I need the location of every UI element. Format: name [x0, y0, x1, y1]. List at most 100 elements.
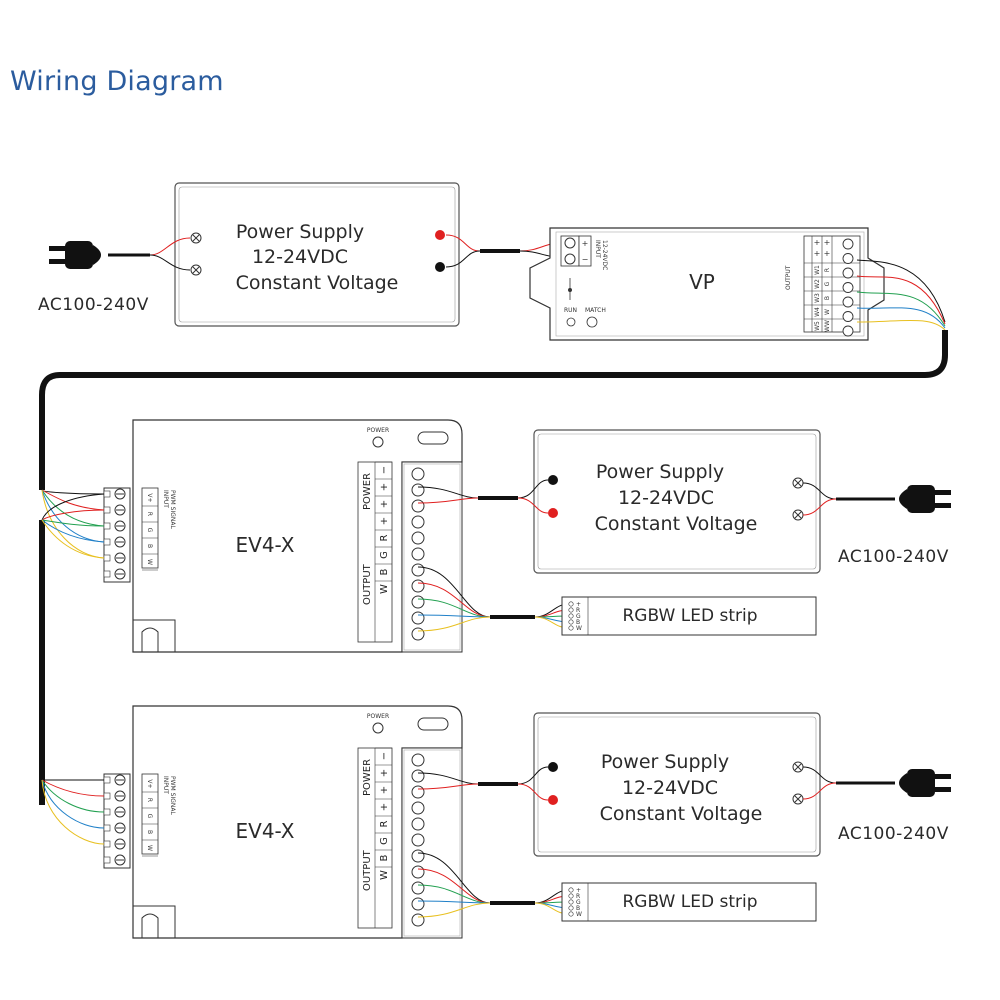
input-terminal-label: G	[146, 528, 153, 533]
ev4x-controller-1: POWER EV4-X V+RGBW INPUT PWM SIGNAL POWE…	[103, 419, 463, 653]
output-screw	[411, 849, 425, 863]
ac-plug-bottom	[899, 769, 951, 797]
vp-name: VP	[689, 270, 715, 294]
vp-run-label: RUN	[564, 307, 577, 314]
output-screw	[411, 865, 425, 879]
svg-text:Power Supply: Power Supply	[596, 461, 724, 483]
ac-label-bottom: AC100-240V	[838, 824, 949, 844]
power-supply-bottom: Power Supply 12-24VDC Constant Voltage	[533, 712, 821, 857]
vp-plus-mark: +	[814, 238, 821, 247]
svg-text:12-24VDC: 12-24VDC	[622, 777, 718, 799]
output-screw	[411, 531, 425, 545]
vp-channel-alt: G	[824, 281, 831, 286]
vp-channel-alt: R	[824, 268, 831, 272]
input-terminal-label: W	[146, 845, 153, 851]
output-screw	[411, 547, 425, 561]
psu-line2: 12-24VDC	[252, 246, 348, 268]
input-terminal-label: V+	[146, 779, 153, 788]
led-strip-1: +RGBW RGBW LED strip	[561, 596, 817, 636]
strip-pin-label: +	[576, 887, 581, 894]
psu-line1: Power Supply	[236, 221, 364, 243]
output-screw	[411, 483, 425, 497]
vp-output-screw	[842, 325, 854, 337]
vp-output-screw	[842, 282, 854, 293]
svg-text:POWER: POWER	[362, 473, 373, 510]
output-terminal-label: B	[379, 854, 390, 861]
svg-text:Power Supply: Power Supply	[601, 751, 729, 773]
svg-text:INPUT: INPUT	[162, 776, 169, 794]
output-terminal-label: +	[379, 483, 390, 491]
output-terminal-label: −	[379, 752, 390, 760]
output-screw	[411, 817, 425, 831]
ev4x-controller-2: POWER EV4-X V+RGBW INPUT PWM SIGNAL POWE…	[103, 705, 463, 939]
output-terminal-label: B	[379, 568, 390, 575]
output-terminal-label: +	[379, 803, 390, 811]
output-screw	[411, 627, 425, 641]
output-screw	[411, 753, 425, 767]
strip2-label: RGBW LED strip	[623, 892, 758, 912]
power-supply-mid: Power Supply 12-24VDC Constant Voltage	[533, 429, 821, 574]
output-screw	[411, 515, 425, 529]
output-terminal-label: R	[379, 820, 390, 827]
svg-text:POWER: POWER	[362, 759, 373, 796]
power-supply-top: Power Supply 12-24VDC Constant Voltage	[174, 182, 460, 327]
led-strip-2: +RGBW RGBW LED strip	[561, 882, 817, 922]
ac-label-mid: AC100-240V	[838, 547, 949, 567]
svg-text:−: −	[582, 255, 589, 264]
output-screw	[411, 881, 425, 895]
strip-pin	[568, 607, 574, 613]
ev4x1-name: EV4-X	[236, 533, 295, 557]
vp-output-screw	[842, 296, 854, 308]
svg-text:PWM SIGNAL: PWM SIGNAL	[169, 490, 176, 529]
vp-channel-alt: WW	[824, 320, 831, 332]
strip-pin	[568, 893, 574, 899]
input-terminal-label: V+	[146, 493, 153, 502]
vp-output-screw	[842, 267, 854, 279]
vp-channel-label: W4	[814, 307, 821, 317]
strip-pin-label: G	[576, 613, 581, 620]
output-screw	[411, 833, 425, 847]
strip-pin	[568, 601, 574, 607]
ev4x1-power-label: POWER	[367, 427, 389, 434]
output-terminal-label: W	[379, 584, 390, 594]
output-terminal-label: +	[379, 500, 390, 508]
strip-pin-label: B	[576, 905, 580, 912]
vp-match-label: MATCH	[585, 307, 606, 314]
svg-text:Constant Voltage: Constant Voltage	[600, 803, 763, 825]
input-terminal-label: R	[146, 798, 153, 802]
strip-pin	[568, 887, 574, 893]
strip-pin	[568, 899, 574, 905]
input-terminal-label: B	[146, 830, 153, 834]
strip-pin-label: W	[576, 911, 582, 918]
vp-channel-label: W5	[814, 321, 821, 331]
strip-pin	[568, 613, 574, 619]
svg-text:OUTPUT: OUTPUT	[362, 563, 373, 605]
strip-pin-label: B	[576, 619, 580, 626]
input-terminal-label: W	[146, 559, 153, 565]
vp-plus-mark: +	[814, 249, 821, 258]
svg-text:OUTPUT: OUTPUT	[785, 265, 792, 290]
strip-pin	[568, 911, 574, 917]
output-screw	[411, 897, 425, 911]
svg-text:12-24VDC: 12-24VDC	[618, 487, 714, 509]
input-terminal-label: R	[146, 512, 153, 516]
strip-pin-label: R	[576, 607, 580, 614]
vp-channel-label: W1	[814, 265, 821, 275]
strip-pin-label: R	[576, 893, 580, 900]
strip-pin	[568, 619, 574, 625]
svg-text:OUTPUT: OUTPUT	[362, 849, 373, 891]
svg-text:+: +	[582, 239, 589, 248]
output-terminal-label: G	[379, 551, 390, 559]
vp-plus-mark: +	[824, 249, 831, 258]
vp-output-screw	[842, 311, 854, 322]
output-screw	[411, 611, 425, 625]
output-terminal-label: +	[379, 517, 390, 525]
vp-controller: + − INPUT 12-24VDC RUN MATCH VP OUTPUT W…	[529, 227, 885, 341]
output-screw	[411, 785, 425, 799]
page-title: Wiring Diagram	[10, 66, 224, 97]
output-screw	[411, 499, 425, 513]
strip-pin-label: G	[576, 899, 581, 906]
strip-pin-label: W	[576, 625, 582, 632]
strip-pin-label: +	[576, 601, 581, 608]
svg-text:12-24VDC: 12-24VDC	[601, 240, 608, 270]
